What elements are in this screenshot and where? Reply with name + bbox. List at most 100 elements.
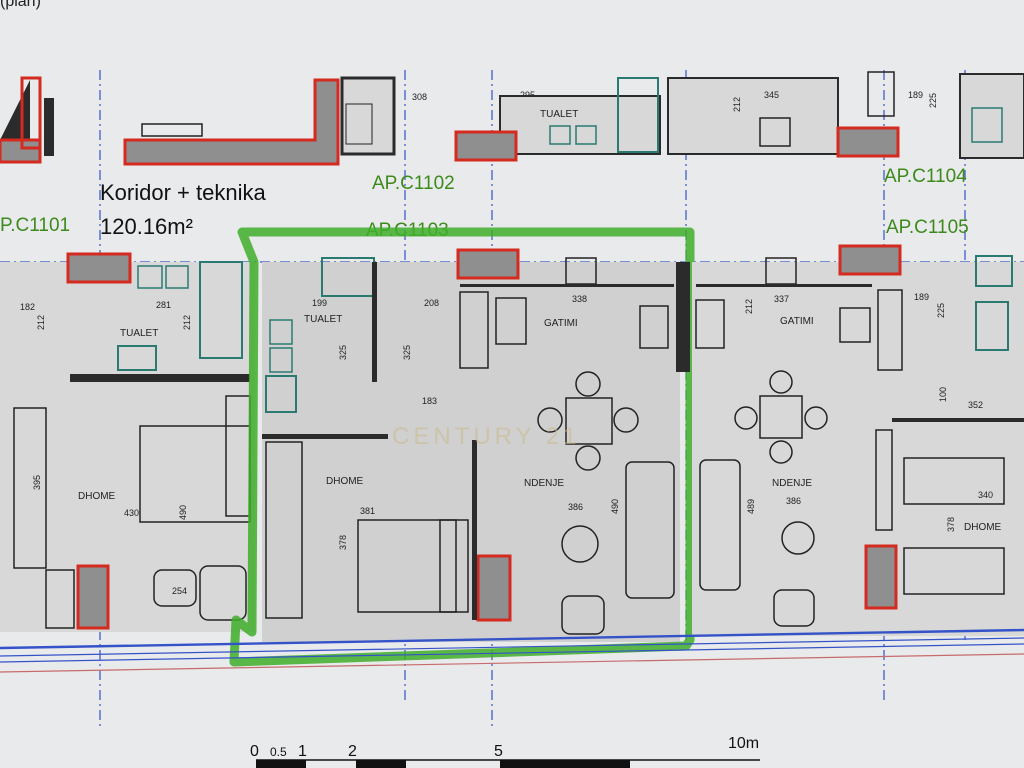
dimension-label: 325: [338, 345, 348, 360]
apartment-label-c1101: P.C1101: [0, 215, 70, 236]
wardrobe: [13, 407, 47, 569]
shaft: [454, 130, 518, 162]
room-label: TUALET: [120, 328, 158, 339]
watermark: CENTURY 21: [392, 423, 581, 450]
dimension-label: 254: [172, 586, 187, 596]
corridor-wall: [123, 78, 340, 166]
room-label: NDENJE: [524, 478, 564, 489]
dimension-label: 100: [938, 387, 948, 402]
apartment-c1103: 199 TUALET 208 325 325 338 GATIMI 183 DH…: [262, 248, 680, 642]
apartment-label-c1105: AP.C1105: [886, 217, 969, 238]
scale-tick-label: 5: [494, 743, 503, 760]
sink-fixture: [137, 265, 163, 289]
room-label: TUALET: [540, 109, 578, 120]
apartment-c1101: 182 281 212 212 TUALET 395 DHOME 430 490…: [0, 252, 255, 632]
dimension-label: 395: [32, 475, 42, 490]
shaft: [838, 244, 902, 276]
dimension-label: 352: [968, 400, 983, 410]
dimension-label: 337: [774, 294, 789, 304]
wall: [696, 284, 872, 287]
bed: [903, 547, 1005, 595]
room-fill: [692, 262, 1024, 636]
room-label: NDENJE: [772, 478, 812, 489]
scale-tick-label: 1: [298, 743, 307, 760]
bathtub-fixture: [617, 77, 659, 153]
sink-fixture: [639, 305, 669, 349]
scale-segment: [356, 760, 406, 768]
chair: [613, 407, 639, 433]
scale-tick-label: 0: [250, 743, 259, 760]
dimension-label: 183: [422, 396, 437, 406]
armchair: [561, 595, 605, 635]
dimension-label: 325: [402, 345, 412, 360]
room-label: DHOME: [78, 491, 116, 502]
dimension-label: 490: [178, 505, 188, 520]
bed: [357, 519, 457, 613]
chair: [575, 371, 601, 397]
shaft: [836, 126, 900, 158]
sink-fixture: [971, 107, 1003, 143]
plan-heading-fragment: (plan): [0, 0, 41, 10]
cabinet: [45, 569, 75, 629]
dimension-label: 430: [124, 508, 139, 518]
room-label: DHOME: [326, 476, 364, 487]
chair: [769, 370, 793, 394]
room-label: GATIMI: [544, 318, 578, 329]
scale-tick-label: 2: [348, 743, 357, 760]
apartment-c1105: 337 212 GATIMI 189 225 100 352 NDENJE 38…: [676, 244, 1024, 636]
shaft: [456, 248, 520, 280]
cabinet: [877, 289, 903, 371]
equipment: [141, 123, 203, 137]
dining-table: [759, 395, 803, 439]
dimension-label: 212: [36, 315, 46, 330]
toilet-fixture: [575, 125, 597, 145]
chair: [804, 406, 828, 430]
dimension-label: 189: [908, 90, 923, 100]
cabinet: [867, 71, 895, 117]
sink-fixture: [975, 255, 1013, 287]
counter: [839, 307, 871, 343]
bed: [903, 457, 1005, 505]
dimension-label: 182: [20, 302, 35, 312]
apartment-label-c1104: AP.C1104: [884, 166, 967, 187]
room-outline: [499, 95, 661, 155]
room-outline: [959, 73, 1024, 159]
dimension-label: 490: [610, 499, 620, 514]
counter: [495, 297, 527, 345]
facade-line: [0, 628, 1024, 650]
dimension-label: 308: [412, 92, 427, 102]
cabinet: [459, 291, 489, 369]
dimension-label: 208: [424, 298, 439, 308]
dimension-label: 212: [744, 299, 754, 314]
bidet-fixture: [269, 347, 293, 373]
sink-fixture: [117, 345, 157, 371]
dimension-label: 378: [946, 517, 956, 532]
scale-tick-label: 10m: [728, 735, 759, 752]
shaft: [76, 564, 110, 630]
dimension-label: 378: [338, 535, 348, 550]
corridor-title: Koridor + teknika: [100, 180, 266, 205]
shower-fixture: [265, 375, 297, 413]
dimension-label: 340: [978, 490, 993, 500]
toilet-fixture: [165, 265, 189, 289]
corridor-area: 120.16m²: [100, 214, 193, 239]
cabinet: [875, 429, 893, 531]
sink-fixture: [549, 125, 571, 145]
coffee-table: [781, 521, 815, 555]
wardrobe: [265, 441, 303, 619]
sink-fixture: [695, 299, 725, 349]
sofa: [699, 459, 741, 591]
facade-line: [0, 653, 1024, 673]
chair: [734, 406, 758, 430]
apartment-label-c1102: AP.C1102: [372, 173, 455, 194]
upper-strip: 308 295 TUALET 212 345 189 225: [0, 71, 1024, 166]
room-label: GATIMI: [780, 316, 814, 327]
scale-tick-label: 0.5: [270, 745, 287, 759]
room-fill: [262, 262, 680, 642]
shaft: [476, 554, 512, 622]
facade-line: [0, 643, 1024, 663]
room-fill: [0, 262, 255, 632]
dimension-label: 381: [360, 506, 375, 516]
dimension-label: 212: [182, 315, 192, 330]
